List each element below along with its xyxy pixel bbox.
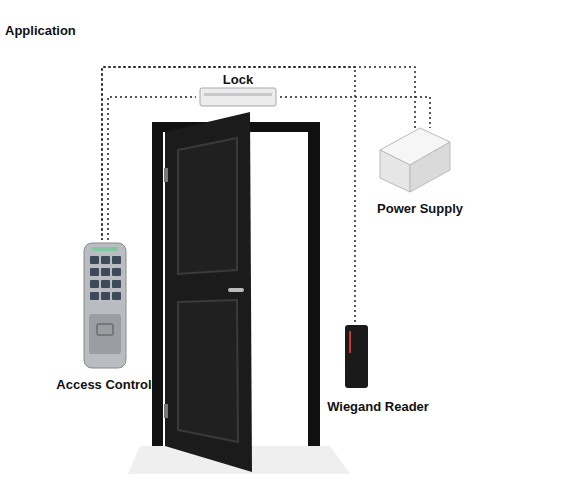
reader-body [345,325,368,388]
keypad-keys [90,256,121,300]
door-panel [178,138,237,274]
power-supply-front [380,150,410,192]
wire-connector [108,97,196,240]
device-label: Lock [196,72,280,87]
reader-device: Wiegand Reader [322,322,434,414]
keypad-led [92,247,118,251]
device-label: Wiegand Reader [322,399,434,414]
card-icon [97,324,113,335]
access-control-device: Access Control [52,240,156,392]
diagram-title: Application [5,23,76,38]
power-supply-side [410,142,450,192]
lock-device: Lock [196,72,280,108]
door-handle [228,288,244,292]
power-supply-device: Power Supply [370,128,470,216]
keypad-body [84,243,126,368]
door-leaf [165,112,252,472]
device-label: Access Control [52,377,156,392]
hinge [164,404,168,418]
maglock-stripe [204,93,272,96]
reader-led [349,331,351,353]
maglock-body [200,88,276,106]
door-frame-left [152,122,163,446]
wire-connector [102,67,415,240]
hinge [164,168,168,182]
wire-connector [102,67,355,322]
door-panel [178,300,238,442]
door-frame-right [308,122,320,446]
device-label: Power Supply [370,201,470,216]
card-area [89,314,121,354]
